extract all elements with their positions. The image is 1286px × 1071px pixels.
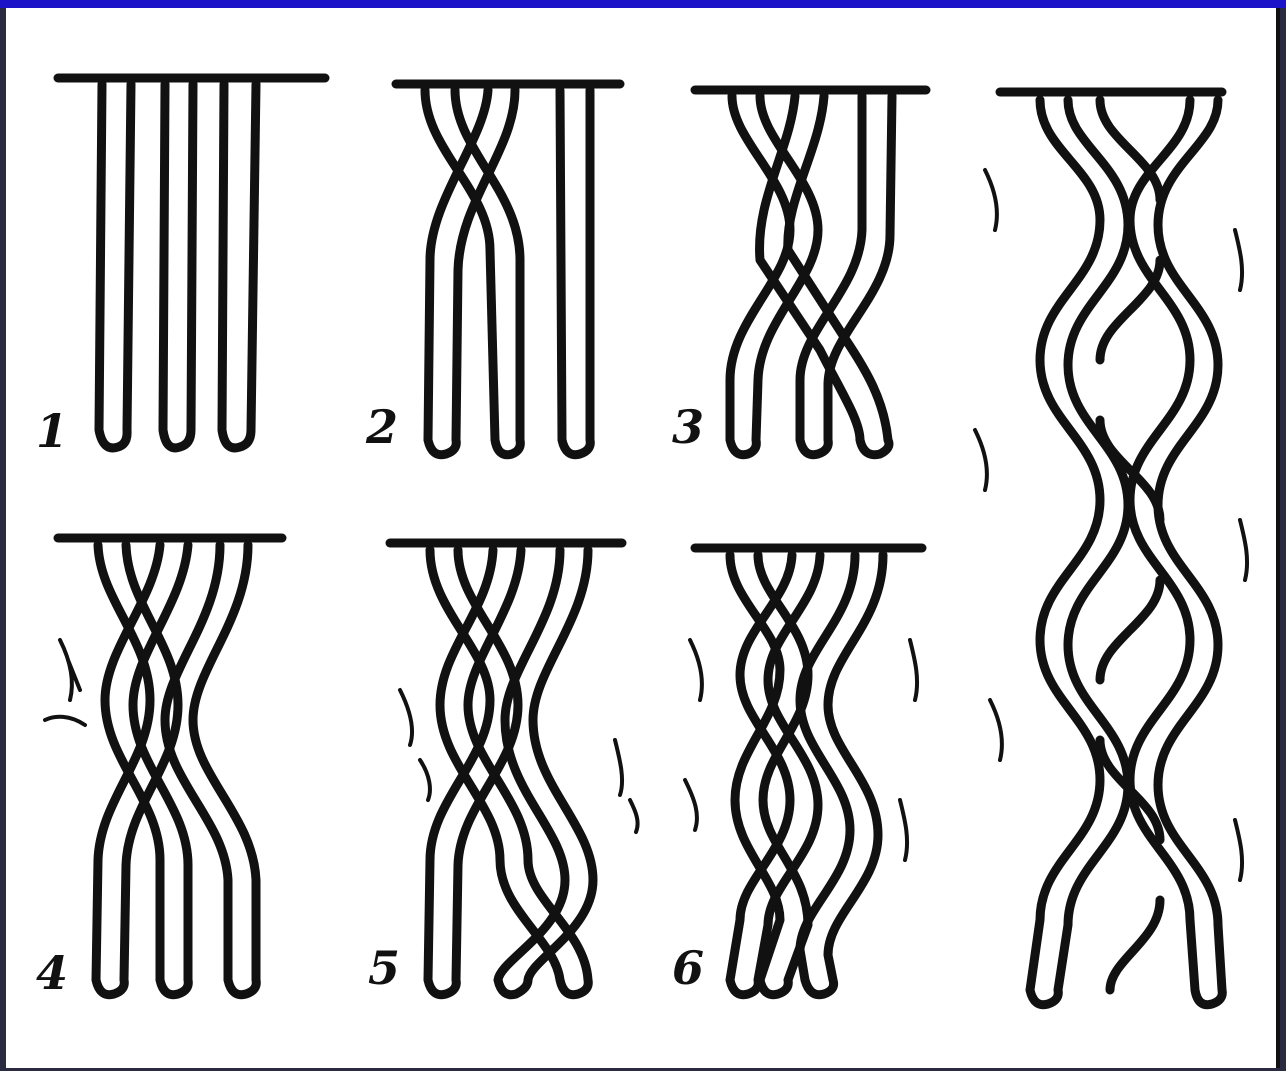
strand	[163, 84, 193, 448]
strand	[560, 90, 590, 455]
step-number-4: 4	[36, 950, 68, 996]
hair-flyaway	[45, 640, 85, 725]
strand	[498, 550, 593, 995]
strand	[222, 84, 256, 448]
braid-outline	[1130, 100, 1222, 1005]
step-number-1: 1	[36, 408, 68, 454]
braid-outline	[1030, 100, 1128, 1005]
step-2-figure	[396, 84, 620, 455]
step-number-3: 3	[672, 404, 704, 450]
step-3-figure	[695, 90, 926, 455]
step-number-6: 6	[672, 945, 704, 991]
step-number-2: 2	[366, 404, 398, 450]
step-5-figure	[390, 543, 638, 995]
strand	[165, 545, 256, 995]
step-4-figure	[45, 538, 282, 995]
step-6-figure	[685, 548, 922, 995]
step-number-5: 5	[368, 945, 400, 991]
step-7-figure	[975, 92, 1247, 1005]
strand	[99, 84, 131, 448]
step-1-figure	[58, 78, 325, 448]
